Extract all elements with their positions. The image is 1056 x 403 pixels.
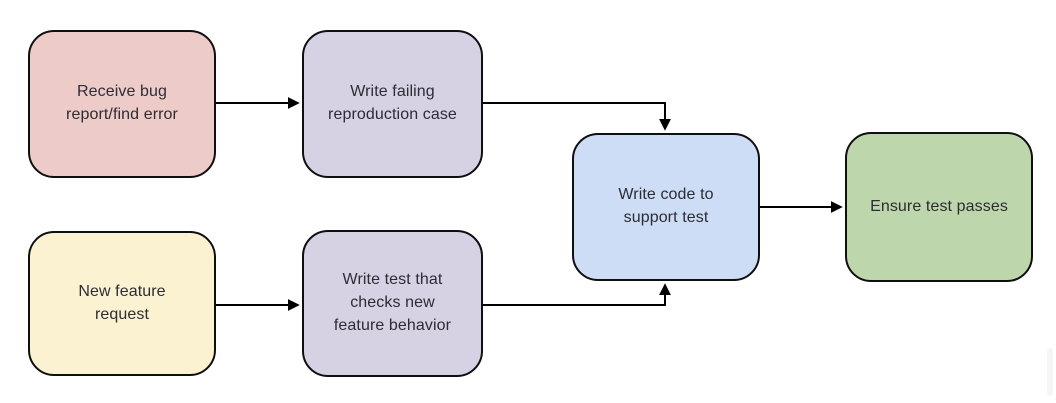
node-label: Write code to support test: [618, 186, 714, 226]
node-label: Write failing reproduction case: [328, 83, 457, 123]
flow-node-ensure-test-passes: Ensure test passes: [845, 132, 1033, 282]
node-label: Ensure test passes: [870, 197, 1008, 215]
flow-node-write-code-support-test: Write code to support test: [572, 133, 760, 281]
page-edge-artifact: [1047, 348, 1053, 396]
flow-node-new-feature-request: New feature request: [28, 231, 216, 376]
flow-node-receive-bug-report: Receive bug report/find error: [28, 30, 216, 178]
node-label: Receive bug report/find error: [66, 83, 178, 123]
arrow-repro-to-code: [483, 102, 671, 131]
arrow-test-to-code: [483, 283, 671, 306]
node-label: Write test that checks new feature behav…: [333, 271, 452, 334]
flow-node-write-test-checks-feature: Write test that checks new feature behav…: [302, 230, 483, 377]
flow-node-write-failing-repro: Write failing reproduction case: [302, 30, 483, 178]
node-label: New feature request: [78, 282, 166, 323]
